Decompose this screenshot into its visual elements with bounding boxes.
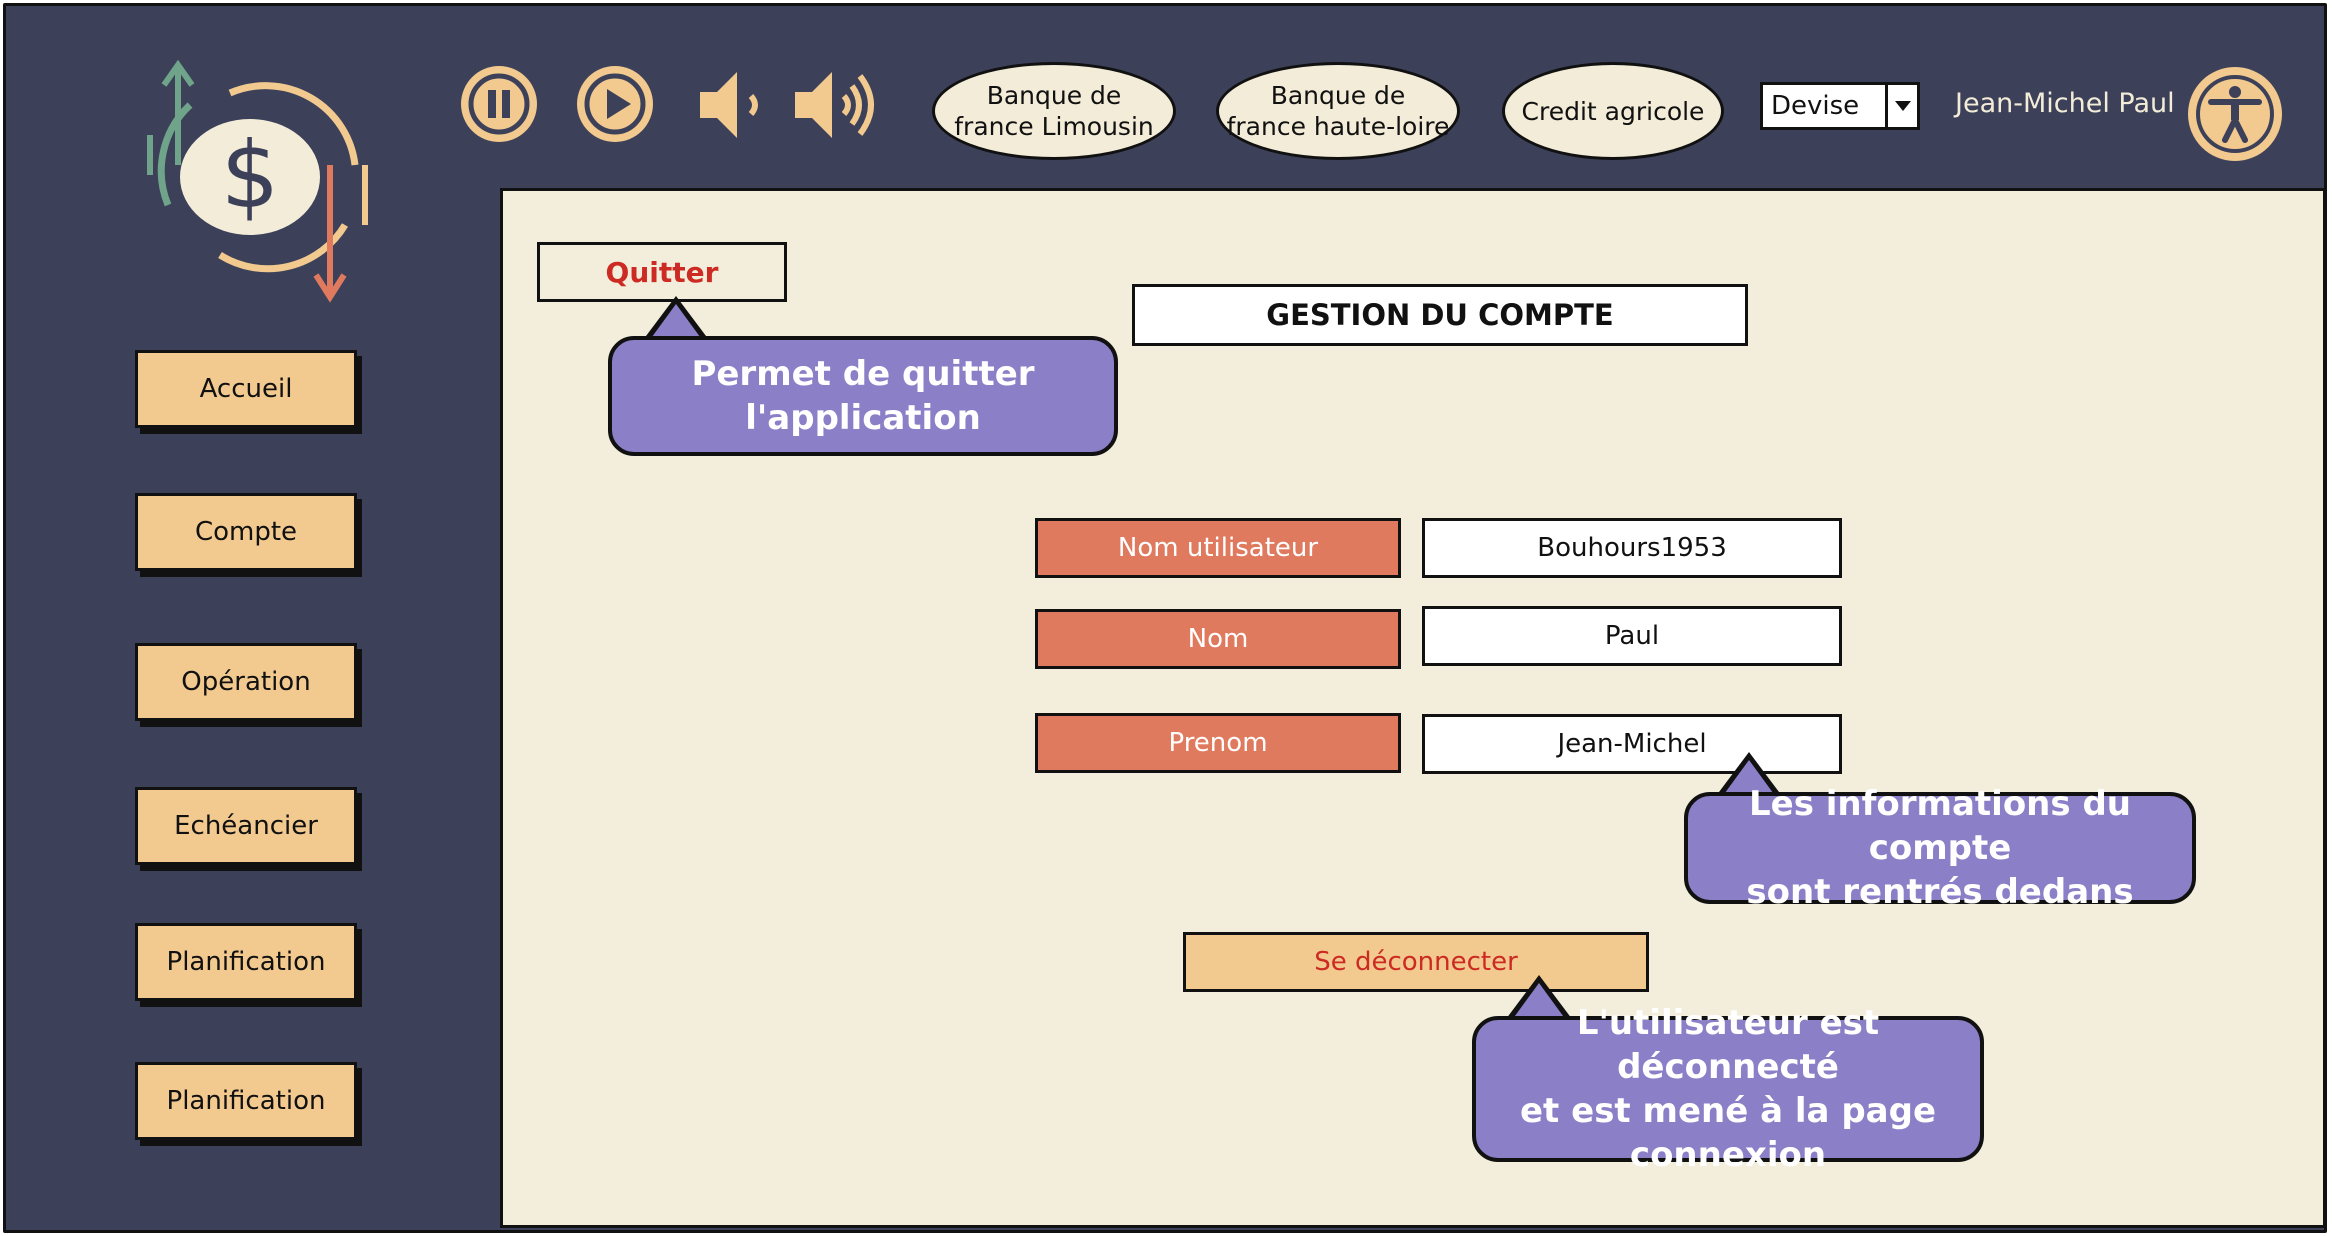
callout-logout: L'utilisateur est déconnecté et est mené… — [1472, 1003, 1984, 1175]
chevron-down-icon[interactable] — [1885, 85, 1917, 127]
play-icon[interactable] — [573, 62, 657, 146]
sidebar-item-operation[interactable]: Opération — [135, 643, 357, 721]
sidebar-item-planification[interactable]: Planification — [135, 923, 357, 1001]
pause-icon[interactable] — [457, 62, 541, 146]
volume-high-icon[interactable] — [790, 60, 890, 150]
nom-field[interactable]: Paul — [1422, 606, 1842, 666]
field-label-nom: Nom — [1035, 609, 1401, 669]
page-title: GESTION DU COMPTE — [1132, 284, 1748, 346]
sidebar-item-planification-2[interactable]: Planification — [135, 1062, 357, 1140]
dollar-exchange-icon: $ — [130, 55, 390, 310]
field-label-prenom: Prenom — [1035, 713, 1401, 773]
bank-banque-de-france-haute-loire[interactable]: Banque de france haute-loire — [1216, 62, 1460, 160]
currency-select-label: Devise — [1771, 91, 1860, 121]
callout-tail — [649, 304, 703, 341]
sidebar-item-compte[interactable]: Compte — [135, 493, 357, 571]
bank-credit-agricole[interactable]: Credit agricole — [1502, 62, 1724, 160]
sidebar-item-accueil[interactable]: Accueil — [135, 350, 357, 428]
sidebar-item-echeancier[interactable]: Echéancier — [135, 787, 357, 865]
callout-fields: Les informations du compte sont rentrés … — [1684, 784, 2196, 912]
callout-tail — [1512, 983, 1566, 1020]
prenom-field[interactable]: Jean-Michel — [1422, 714, 1842, 774]
field-label-username: Nom utilisateur — [1035, 518, 1401, 578]
user-name: Jean-Michel Paul — [1955, 88, 2175, 119]
currency-select[interactable]: Devise — [1760, 82, 1920, 130]
logout-button[interactable]: Se déconnecter — [1183, 932, 1649, 992]
callout-quit: Permet de quitter l'application — [608, 336, 1118, 456]
quit-button[interactable]: Quitter — [537, 242, 787, 302]
callout-tail — [1722, 760, 1776, 797]
accessibility-icon[interactable] — [2185, 64, 2285, 164]
svg-text:$: $ — [221, 122, 280, 229]
username-field[interactable]: Bouhours1953 — [1422, 518, 1842, 578]
bank-banque-de-france-limousin[interactable]: Banque de france Limousin — [932, 62, 1176, 160]
volume-low-icon[interactable] — [695, 60, 795, 150]
